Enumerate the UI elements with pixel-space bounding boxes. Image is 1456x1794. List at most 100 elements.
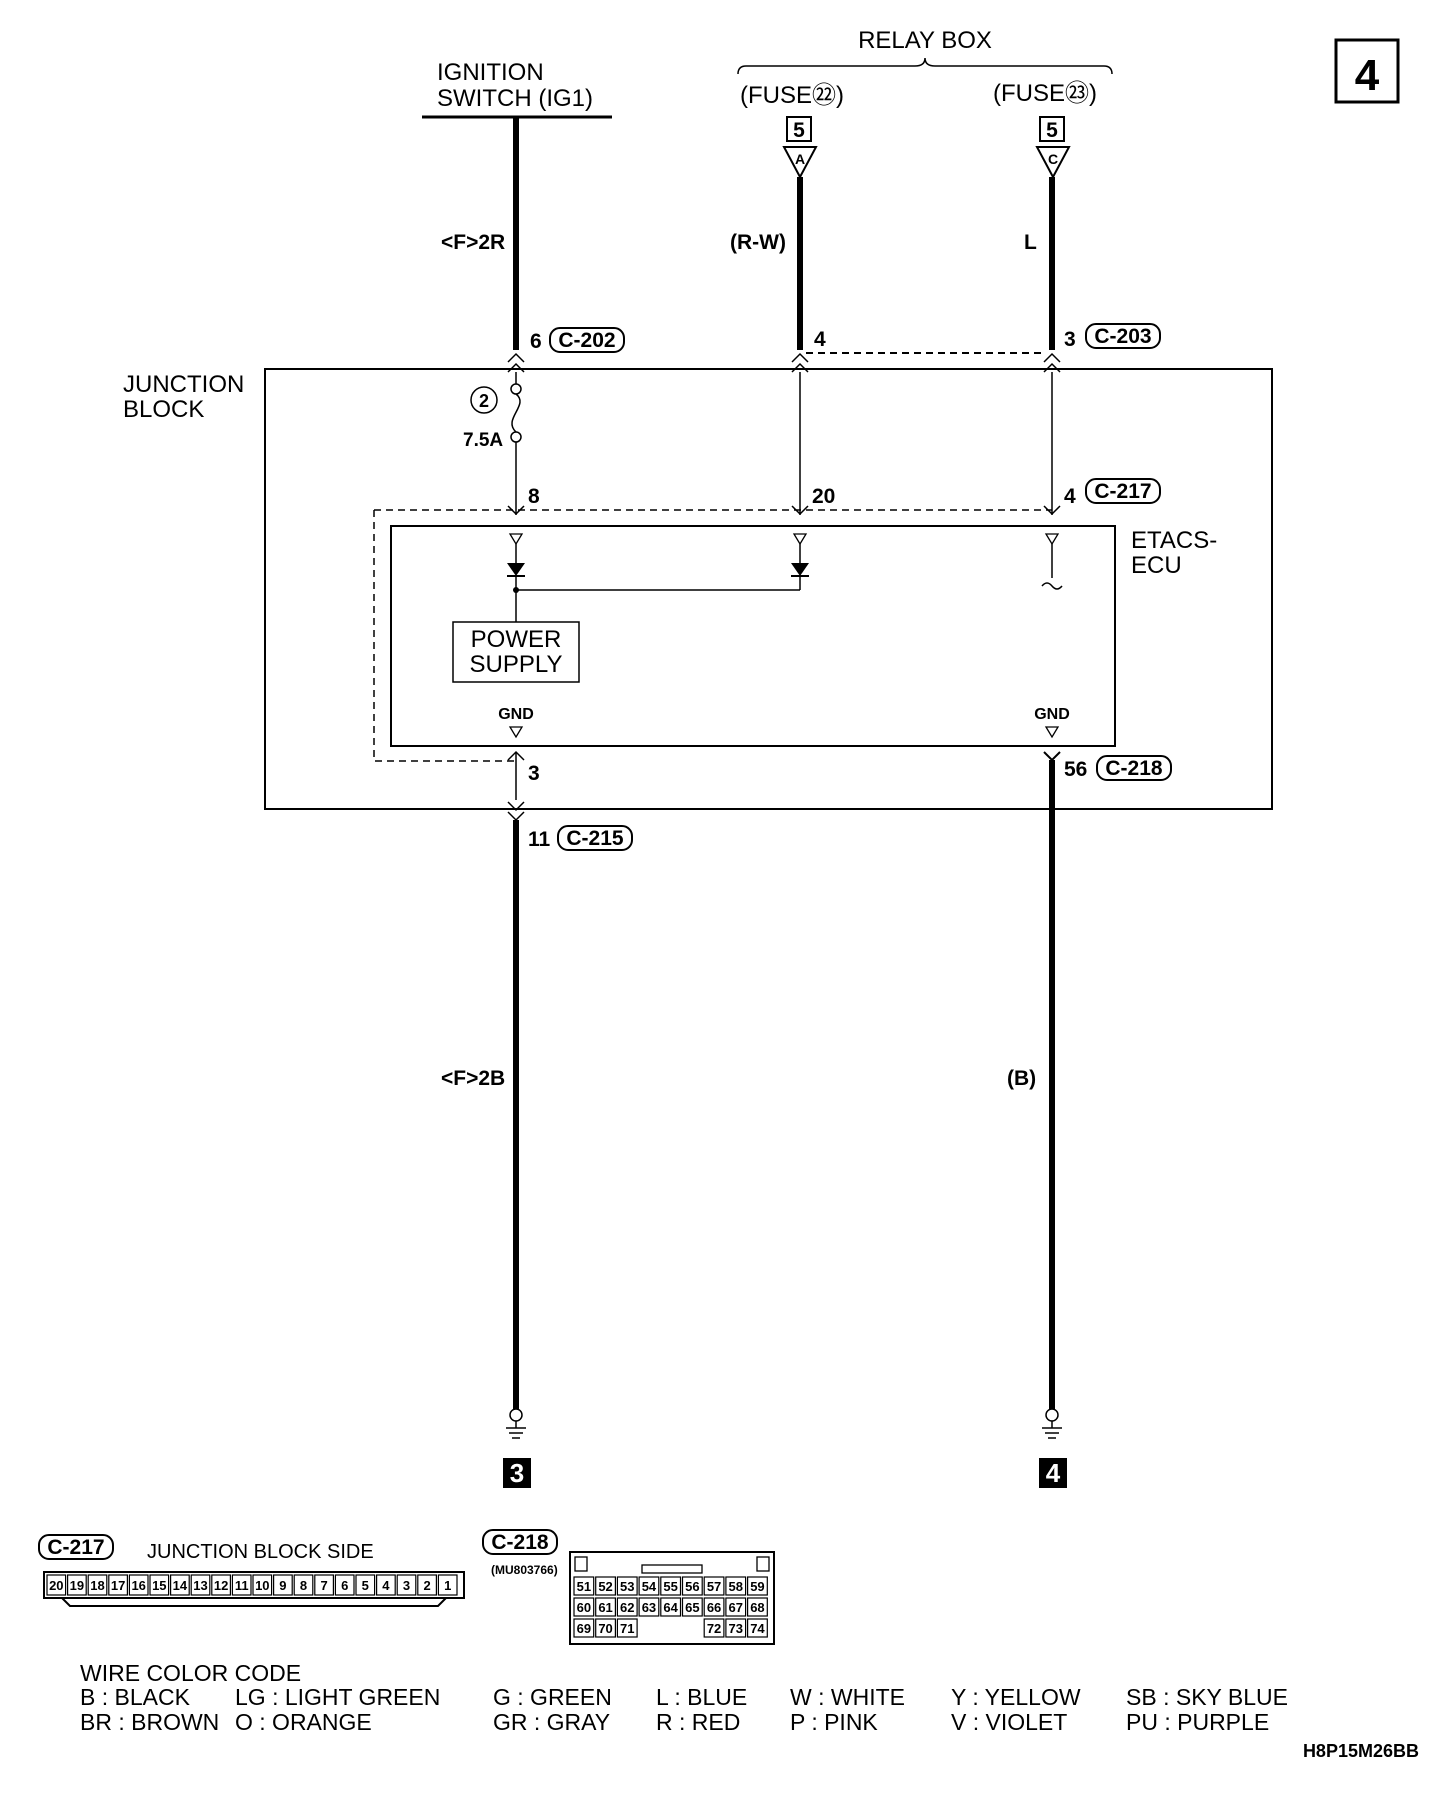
c217-pin-cell — [273, 1574, 293, 1596]
etacs-label-line1: ETACS- — [1131, 527, 1217, 554]
c203-label: C-203 — [1094, 325, 1151, 348]
c218-face-key-left — [574, 1556, 588, 1572]
c218-pin-number: 58 — [729, 1579, 743, 1594]
c218-pin-number: 66 — [707, 1600, 721, 1615]
c218-pin-cell — [595, 1576, 617, 1596]
c218-pin-number: 56 — [685, 1579, 699, 1594]
c218-pin-cell — [746, 1597, 768, 1617]
ground-point-3: 3 — [510, 1458, 524, 1488]
pin-c202: 6 — [530, 330, 542, 353]
wire-color-gnd-left: <F>2B — [441, 1067, 505, 1090]
c217-pin-number: 1 — [444, 1578, 451, 1593]
relay-conn-a-triangle — [782, 146, 818, 180]
page-number-box — [1334, 38, 1400, 104]
relay-conn-a-letter: A — [795, 151, 805, 167]
junction-block-line2: BLOCK — [123, 396, 204, 423]
wire-code-entry: G : GREEN — [493, 1684, 612, 1710]
c218-badge — [1096, 755, 1172, 781]
wire-code-entry: SB : SKY BLUE — [1126, 1684, 1288, 1710]
figure-code: H8P15M26BB — [1303, 1741, 1419, 1761]
c218-chevron — [1043, 751, 1061, 762]
c218-pin-cell — [573, 1597, 595, 1617]
c217-pin-number: 16 — [131, 1578, 145, 1593]
wire-color-fuse-22: (R-W) — [730, 231, 786, 254]
wire-color-fuse-23: L — [1024, 231, 1037, 254]
c218-pin-cell — [573, 1576, 595, 1596]
c218-pin-cell — [725, 1576, 747, 1596]
c218-label: C-218 — [1105, 757, 1163, 780]
c218-pin-cell — [746, 1618, 768, 1638]
c218-pin-cell — [703, 1576, 725, 1596]
c218-pin-cell — [616, 1576, 638, 1596]
c218-pin-number: 51 — [577, 1579, 591, 1594]
power-supply-line2: SUPPLY — [470, 651, 563, 678]
c217-pin-cell — [170, 1574, 190, 1596]
c217-pin-number: 18 — [90, 1578, 104, 1593]
c218-pin-number: 57 — [707, 1579, 721, 1594]
c217-pin-number: 17 — [111, 1578, 125, 1593]
fuse-23-label: (FUSE㉓) — [993, 80, 1097, 107]
ground-point-4: 4 — [1046, 1458, 1061, 1488]
c218-pin-cell — [725, 1597, 747, 1617]
wire-color-ignition: <F>2R — [441, 231, 505, 254]
c218-pin-number: 69 — [577, 1621, 591, 1636]
c217-pin-number: 6 — [341, 1578, 348, 1593]
c218-pin-number: 67 — [729, 1600, 743, 1615]
relay-box-brace — [737, 57, 1113, 75]
c217-pin-cell — [128, 1574, 149, 1596]
wire-code-entry: LG : LIGHT GREEN — [235, 1684, 440, 1710]
wire-code-title: WIRE COLOR CODE — [80, 1660, 301, 1686]
wire-code-entry: W : WHITE — [790, 1684, 905, 1710]
wire-code-entry: V : VIOLET — [951, 1709, 1067, 1735]
c215-badge — [557, 825, 633, 851]
ground-point-3-box — [503, 1458, 531, 1488]
c217-pin-cell — [231, 1574, 252, 1596]
c217-face-label: C-217 — [47, 1536, 104, 1559]
wire-code-entry: R : RED — [656, 1709, 740, 1735]
c217-pin-cell — [252, 1574, 273, 1596]
fuse-number-circle — [470, 386, 498, 414]
ground-point-4-box — [1039, 1458, 1067, 1488]
relay-conn-c-box — [1039, 116, 1065, 142]
ecu-input-terminals — [508, 533, 1060, 546]
wire-code-entry: GR : GRAY — [493, 1709, 610, 1735]
c218-pin-number: 63 — [642, 1600, 656, 1615]
power-supply-box — [452, 621, 580, 683]
wire-code-entry: P : PINK — [790, 1709, 878, 1735]
c217-pin-cell — [66, 1574, 87, 1596]
c218-pin-cell — [681, 1576, 703, 1596]
junction-block-line1: JUNCTION — [123, 371, 244, 398]
c218-face-label: C-218 — [491, 1531, 549, 1554]
c215-chevrons — [507, 801, 525, 822]
c217-pin-cell — [211, 1574, 232, 1596]
c217-pin-number: 14 — [173, 1578, 188, 1593]
c217-pin-cell — [46, 1574, 67, 1596]
c218-pin-cell — [638, 1597, 660, 1617]
relay-conn-c-triangle — [1035, 146, 1071, 180]
wire-code-entry: BR : BROWN — [80, 1709, 219, 1735]
c218-pin-cell — [595, 1618, 617, 1638]
c218-pin-number: 74 — [750, 1621, 765, 1636]
c217-face-key — [61, 1597, 447, 1607]
c218-pin-cell — [573, 1618, 595, 1638]
fuse-rating: 7.5A — [463, 430, 503, 451]
c217-pin-number: 7 — [320, 1578, 327, 1593]
c218-pin-cell — [703, 1597, 725, 1617]
ignition-label-line2: SWITCH (IG1) — [437, 85, 593, 112]
gnd-left-label: GND — [498, 706, 534, 723]
c218-pin-number: 70 — [598, 1621, 612, 1636]
c218-pin-number: 53 — [620, 1579, 634, 1594]
c217-face-side: JUNCTION BLOCK SIDE — [147, 1541, 374, 1563]
fuse-term-top — [510, 383, 522, 395]
c218-pin-cell — [638, 1576, 660, 1596]
pin-4-top: 4 — [814, 328, 826, 351]
fuse-22-label: (FUSE㉒) — [740, 82, 844, 109]
c217-pin-cell — [293, 1574, 314, 1596]
c217-pin-number: 5 — [362, 1578, 369, 1593]
c217-pin-number: 8 — [300, 1578, 307, 1593]
fuse-element — [511, 393, 521, 433]
